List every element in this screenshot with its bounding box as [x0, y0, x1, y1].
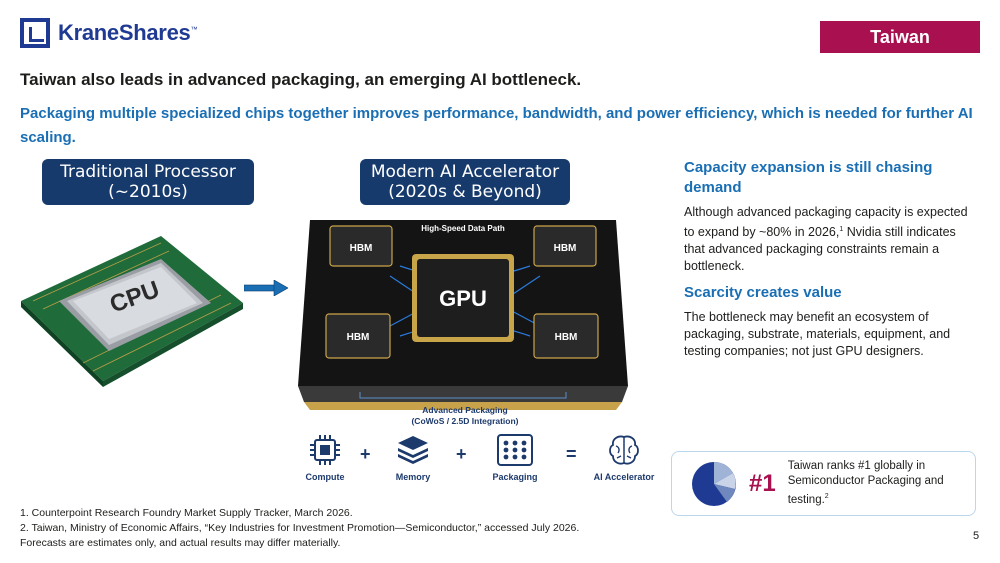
equation-memory-label: Memory — [395, 472, 431, 482]
packaging-grid-icon — [497, 434, 533, 466]
equation-ai-accelerator: AI Accelerator — [586, 432, 662, 482]
capacity-text-a: Although advanced packaging capacity is … — [684, 205, 968, 240]
logo-trademark: ™ — [190, 26, 198, 34]
traditional-processor-title: Traditional Processor — [60, 162, 236, 182]
brain-icon — [609, 435, 639, 465]
kraneshares-logo: KraneShares™ — [20, 18, 197, 48]
equation-packaging: Packaging — [480, 432, 550, 482]
chip-icon — [310, 435, 340, 465]
plus-operator: + — [360, 444, 371, 464]
equation-packaging-label: Packaging — [492, 472, 538, 482]
modern-accelerator-era: (2020s & Beyond) — [388, 182, 542, 202]
hbm-bottom-right: HBM — [533, 313, 599, 359]
accelerator-equation: Compute + Memory + Packaging = AI Accele… — [290, 432, 662, 492]
traditional-processor-era: (~2010s) — [108, 182, 188, 202]
gpu-label: GPU — [439, 286, 487, 311]
logo-text-shares: Shares — [118, 20, 191, 45]
rank-description: Taiwan ranks #1 globally in Semiconducto… — [788, 459, 948, 508]
logo-mark-icon — [20, 18, 50, 48]
right-arrow-icon — [244, 280, 288, 296]
capacity-text-b: Nvidia still indicates that advanced pac… — [684, 225, 956, 274]
modern-accelerator-label: Modern AI Accelerator (2020s & Beyond) — [360, 159, 570, 205]
equals-operator: = — [566, 444, 577, 464]
right-column: Capacity expansion is still chasing dema… — [684, 158, 974, 360]
hbm-label: HBM — [347, 332, 370, 343]
advanced-packaging-subtitle: (CoWoS / 2.5D Integration) — [411, 416, 519, 426]
capacity-paragraph: Although advanced packaging capacity is … — [684, 204, 974, 275]
advanced-packaging-title: Advanced Packaging — [422, 405, 508, 415]
data-path-label: High-Speed Data Path — [421, 224, 505, 233]
footnote-ref-1: 1 — [839, 226, 844, 233]
footnote-ref-2: 2 — [824, 493, 829, 501]
slide-subhead: Packaging multiple specialized chips tog… — [20, 105, 973, 146]
equation-memory: Memory — [378, 432, 448, 482]
hbm-label: HBM — [555, 332, 578, 343]
logo-text-krane: Krane — [58, 20, 119, 45]
logo-wordmark: KraneShares™ — [58, 20, 197, 46]
hbm-top-right: HBM — [533, 225, 597, 267]
hbm-label: HBM — [350, 243, 373, 254]
disclaimer: Forecasts are estimates only, and actual… — [20, 537, 341, 549]
rank-number: #1 — [749, 469, 776, 497]
scarcity-heading: Scarcity creates value — [684, 284, 842, 302]
footnotes: 1. Counterpoint Research Foundry Market … — [20, 506, 579, 551]
hbm-label: HBM — [554, 243, 577, 254]
pie-chart-icon — [692, 461, 736, 506]
advanced-packaging-label: Advanced Packaging (CoWoS / 2.5D Integra… — [380, 405, 550, 427]
slide-headline: Taiwan also leads in advanced packaging,… — [20, 70, 582, 89]
traditional-processor-label: Traditional Processor (~2010s) — [42, 159, 254, 205]
equation-compute: Compute — [290, 432, 360, 482]
hbm-top-left: HBM — [329, 225, 393, 267]
equation-compute-label: Compute — [305, 472, 345, 482]
page-number: 5 — [973, 530, 980, 542]
plus-operator: + — [456, 444, 467, 464]
capacity-heading: Capacity expansion is still chasing dema… — [684, 159, 933, 196]
equation-ai-accelerator-label: AI Accelerator — [593, 472, 655, 482]
footnote-2: 2. Taiwan, Ministry of Economic Affairs,… — [20, 522, 580, 534]
hbm-bottom-left: HBM — [325, 313, 391, 359]
region-badge: Taiwan — [820, 21, 980, 53]
cpu-chip-image: CPU — [21, 236, 243, 387]
footnote-1: 1. Counterpoint Research Foundry Market … — [20, 507, 353, 519]
memory-stack-icon — [398, 436, 428, 464]
modern-accelerator-title: Modern AI Accelerator — [370, 162, 560, 182]
rank-text: Taiwan ranks #1 globally in Semiconducto… — [787, 460, 944, 506]
ai-accelerator-image: High-Speed Data Path HBM HBM HBM HBM GPU — [290, 206, 636, 434]
scarcity-paragraph: The bottleneck may benefit an ecosystem … — [684, 310, 951, 359]
rank-card: #1 Taiwan ranks #1 globally in Semicondu… — [671, 451, 976, 516]
